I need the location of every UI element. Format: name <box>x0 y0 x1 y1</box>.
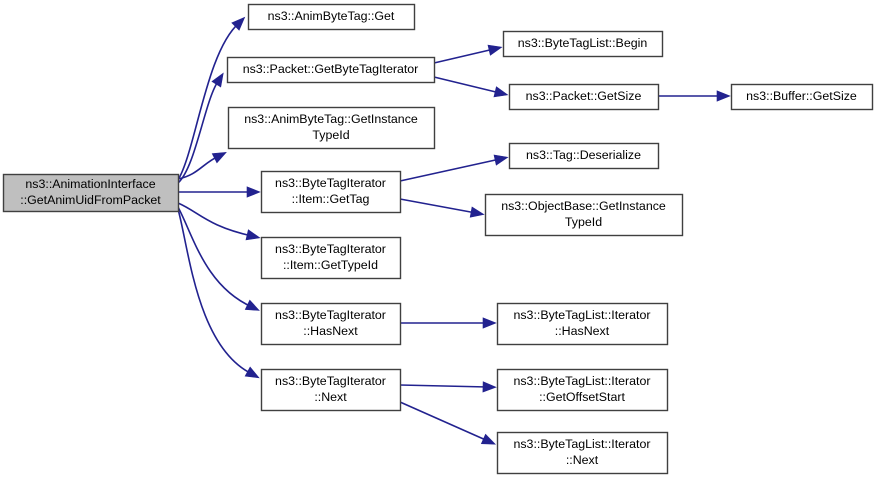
node-label-animbytetag-get-line-0: ns3::AnimByteTag::Get <box>268 9 395 23</box>
call-edge-root-to-bytetagiterator-item-gettypeid <box>177 202 253 237</box>
arrowhead-animbytetag-get <box>231 16 246 31</box>
node-box-bytetaglist-begin[interactable] <box>502 30 664 58</box>
arrowhead-tag-deserialize <box>493 154 509 166</box>
node-label-tag-deserialize-line-0: ns3::Tag::Deserialize <box>526 148 641 162</box>
arrowhead-bytetaglist-iterator-getoffsetstart <box>482 381 497 393</box>
call-edge-bytetagiterator-next-to-bytetaglist-iterator-getoffsetstart <box>399 384 489 388</box>
arrowhead-bytetagiterator-hasnext <box>244 299 260 311</box>
graph-node-bytetaglist-begin[interactable]: ns3::ByteTagList::Begin <box>502 30 664 58</box>
node-label-objectbase-getinstancetypeid-line-0: ns3::ObjectBase::GetInstance <box>501 199 666 213</box>
node-label-bytetagiterator-next-line-1: ::Next <box>314 390 347 404</box>
graph-node-bytetagiterator-hasnext[interactable]: ns3::ByteTagIterator::HasNext <box>260 302 402 346</box>
node-box-packet-getsize[interactable] <box>508 83 660 111</box>
graph-node-root[interactable]: ns3::AnimationInterface::GetAnimUidFromP… <box>2 173 180 213</box>
call-edge-root-to-packet-getbytetagiterator <box>177 79 220 184</box>
graph-node-bytetagiterator-item-gettag[interactable]: ns3::ByteTagIterator::Item::GetTag <box>260 170 402 214</box>
node-label-bytetagiterator-item-gettag-line-1: ::Item::GetTag <box>292 192 370 206</box>
call-edge-root-to-bytetagiterator-hasnext <box>177 206 253 308</box>
node-box-bytetagiterator-item-gettag[interactable] <box>260 170 402 214</box>
graph-node-bytetagiterator-next[interactable]: ns3::ByteTagIterator::Next <box>260 368 402 412</box>
node-label-bytetaglist-iterator-next-line-1: ::Next <box>566 453 599 467</box>
edges-layer <box>177 16 731 445</box>
node-box-bytetaglist-iterator-getoffsetstart[interactable] <box>496 368 669 412</box>
call-edge-packet-getbytetagiterator-to-packet-getsize <box>433 76 501 94</box>
node-label-bytetagiterator-hasnext-line-0: ns3::ByteTagIterator <box>275 308 386 322</box>
node-label-bytetaglist-iterator-hasnext-line-0: ns3::ByteTagList::Iterator <box>513 308 650 322</box>
nodes-layer: ns3::AnimationInterface::GetAnimUidFromP… <box>2 3 874 475</box>
arrowhead-buffer-getsize <box>716 90 731 102</box>
arrowhead-packet-getbytetagiterator <box>211 72 224 88</box>
arrowhead-bytetaglist-begin <box>487 44 503 56</box>
node-label-bytetagiterator-item-gettypeid-line-1: ::Item::GetTypeId <box>283 258 378 272</box>
node-box-bytetagiterator-item-gettypeid[interactable] <box>260 236 402 280</box>
call-edge-packet-getbytetagiterator-to-bytetaglist-begin <box>433 48 495 64</box>
arrowhead-packet-getsize <box>493 86 509 98</box>
node-label-bytetagiterator-item-gettag-line-0: ns3::ByteTagIterator <box>275 176 386 190</box>
arrowhead-bytetagiterator-item-gettag <box>246 186 261 198</box>
node-box-animbytetag-get[interactable] <box>247 3 416 31</box>
node-label-bytetaglist-begin-line-0: ns3::ByteTagList::Begin <box>518 36 648 50</box>
arrowhead-objectbase-getinstancetypeid <box>469 206 485 218</box>
arrowhead-animbytetag-getinstancetypeid <box>211 152 227 164</box>
node-box-packet-getbytetagiterator[interactable] <box>226 56 436 84</box>
node-box-tag-deserialize[interactable] <box>508 142 660 170</box>
graph-node-bytetaglist-iterator-getoffsetstart[interactable]: ns3::ByteTagList::Iterator::GetOffsetSta… <box>496 368 669 412</box>
call-edge-bytetagiterator-item-gettag-to-objectbase-getinstancetypeid <box>399 198 477 214</box>
graph-node-animbytetag-get[interactable]: ns3::AnimByteTag::Get <box>247 3 416 31</box>
node-label-objectbase-getinstancetypeid-line-1: TypeId <box>565 215 602 229</box>
node-box-root[interactable] <box>2 173 180 213</box>
node-label-packet-getbytetagiterator-line-0: ns3::Packet::GetByteTagIterator <box>243 62 419 76</box>
node-label-bytetagiterator-next-line-0: ns3::ByteTagIterator <box>275 374 386 388</box>
node-box-buffer-getsize[interactable] <box>730 83 874 111</box>
node-label-bytetagiterator-hasnext-line-1: ::HasNext <box>303 324 358 338</box>
call-edge-bytetagiterator-item-gettag-to-tag-deserialize <box>399 158 501 182</box>
graph-node-packet-getbytetagiterator[interactable]: ns3::Packet::GetByteTagIterator <box>226 56 436 84</box>
node-box-bytetagiterator-hasnext[interactable] <box>260 302 402 346</box>
graph-node-bytetaglist-iterator-next[interactable]: ns3::ByteTagList::Iterator::Next <box>496 431 669 475</box>
node-label-buffer-getsize-line-0: ns3::Buffer::GetSize <box>746 89 857 103</box>
node-label-root-line-1: ::GetAnimUidFromPacket <box>20 193 161 207</box>
arrowhead-bytetaglist-iterator-next <box>480 433 497 445</box>
graph-node-bytetaglist-iterator-hasnext[interactable]: ns3::ByteTagList::Iterator::HasNext <box>496 302 669 346</box>
node-label-bytetaglist-iterator-next-line-0: ns3::ByteTagList::Iterator <box>513 437 650 451</box>
graph-node-tag-deserialize[interactable]: ns3::Tag::Deserialize <box>508 142 660 170</box>
node-label-bytetagiterator-item-gettypeid-line-0: ns3::ByteTagIterator <box>275 242 386 256</box>
arrowhead-bytetaglist-iterator-hasnext <box>482 317 497 329</box>
node-label-root-line-0: ns3::AnimationInterface <box>25 177 155 191</box>
node-label-animbytetag-getinstancetypeid-line-1: TypeId <box>312 128 349 142</box>
call-edge-root-to-bytetagiterator-next <box>177 208 253 375</box>
graph-node-packet-getsize[interactable]: ns3::Packet::GetSize <box>508 83 660 111</box>
node-box-bytetaglist-iterator-next[interactable] <box>496 431 669 475</box>
node-label-animbytetag-getinstancetypeid-line-0: ns3::AnimByteTag::GetInstance <box>244 112 418 126</box>
node-box-animbytetag-getinstancetypeid[interactable] <box>227 106 436 150</box>
node-box-bytetaglist-iterator-hasnext[interactable] <box>496 302 669 346</box>
node-label-bytetaglist-iterator-getoffsetstart-line-1: ::GetOffsetStart <box>539 390 625 404</box>
call-edge-root-to-animbytetag-get <box>177 22 240 181</box>
node-label-bytetaglist-iterator-getoffsetstart-line-0: ns3::ByteTagList::Iterator <box>513 374 650 388</box>
graph-node-buffer-getsize[interactable]: ns3::Buffer::GetSize <box>730 83 874 111</box>
arrowhead-bytetagiterator-next <box>244 366 260 379</box>
node-label-bytetaglist-iterator-hasnext-line-1: ::HasNext <box>555 324 610 338</box>
call-edge-bytetagiterator-next-to-bytetaglist-iterator-next <box>399 401 489 442</box>
node-label-packet-getsize-line-0: ns3::Packet::GetSize <box>526 89 642 103</box>
arrowhead-bytetagiterator-item-gettypeid <box>245 229 261 241</box>
node-box-objectbase-getinstancetypeid[interactable] <box>484 193 684 237</box>
graph-node-bytetagiterator-item-gettypeid[interactable]: ns3::ByteTagIterator::Item::GetTypeId <box>260 236 402 280</box>
node-box-bytetagiterator-next[interactable] <box>260 368 402 412</box>
